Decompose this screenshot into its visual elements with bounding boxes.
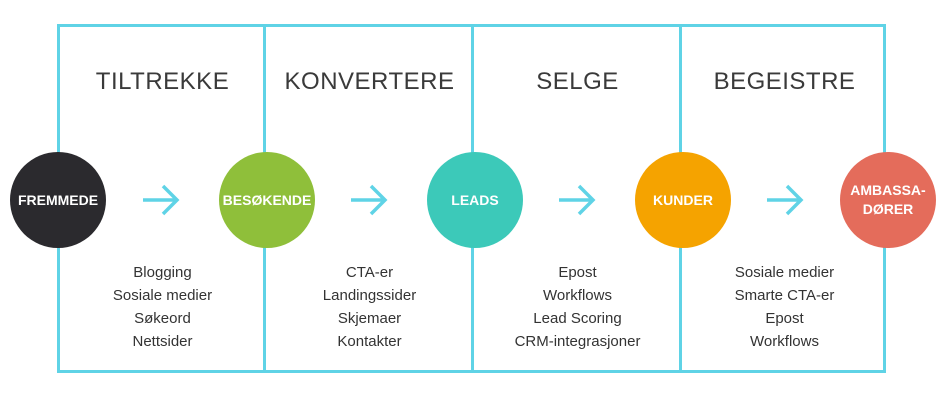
column-title-begeistre: BEGEISTRE: [713, 68, 856, 95]
column-title-konvertere: KONVERTERE: [284, 68, 455, 95]
list-item: Kontakter: [337, 333, 402, 350]
list-item: Landingssider: [322, 287, 417, 304]
stage-besokende: BESØKENDE: [219, 152, 315, 248]
list-item: Sosiale medier: [734, 264, 835, 281]
list-item: CTA-er: [345, 264, 394, 281]
list-item: Skjemaer: [337, 310, 402, 327]
stage-ambassadorer: AMBASSA- DØRER: [840, 152, 936, 248]
column-title-selge: SELGE: [536, 68, 619, 95]
stage-label: FREMMEDE: [17, 191, 99, 208]
stage-label: BESØKENDE: [222, 191, 312, 208]
list-item: Sosiale medier: [112, 287, 213, 304]
list-item: Smarte CTA-er: [734, 287, 835, 304]
stage-fremmede: FREMMEDE: [10, 152, 106, 248]
stage-label: LEADS: [451, 191, 499, 208]
list-begeistre: Sosiale medier Smarte CTA-er Epost Workf…: [681, 261, 888, 353]
stage-label: AMBASSA- DØRER: [850, 182, 926, 217]
arrow-right-icon: [351, 184, 388, 216]
stage-kunder: KUNDER: [635, 152, 731, 248]
list-item: Blogging: [133, 264, 192, 281]
list-konvertere: CTA-er Landingssider Skjemaer Kontakter: [266, 261, 473, 353]
list-item: Epost: [765, 310, 804, 327]
list-item: Søkeord: [134, 310, 191, 327]
stage-label: KUNDER: [653, 191, 713, 208]
column-title-tiltrekke: TILTREKKE: [95, 68, 230, 95]
stage-leads: LEADS: [427, 152, 523, 248]
arrow-right-icon: [143, 184, 180, 216]
list-item: Nettsider: [132, 333, 193, 350]
list-item: Workflows: [750, 333, 819, 350]
list-selge: Epost Workflows Lead Scoring CRM-integra…: [474, 261, 681, 353]
list-item: Workflows: [543, 287, 612, 304]
list-item: CRM-integrasjoner: [514, 333, 641, 350]
list-item: Epost: [558, 264, 597, 281]
list-item: Lead Scoring: [533, 310, 622, 327]
list-tiltrekke: Blogging Sosiale medier Søkeord Nettside…: [59, 261, 266, 353]
arrow-right-icon: [559, 184, 596, 216]
arrow-right-icon: [767, 184, 804, 216]
